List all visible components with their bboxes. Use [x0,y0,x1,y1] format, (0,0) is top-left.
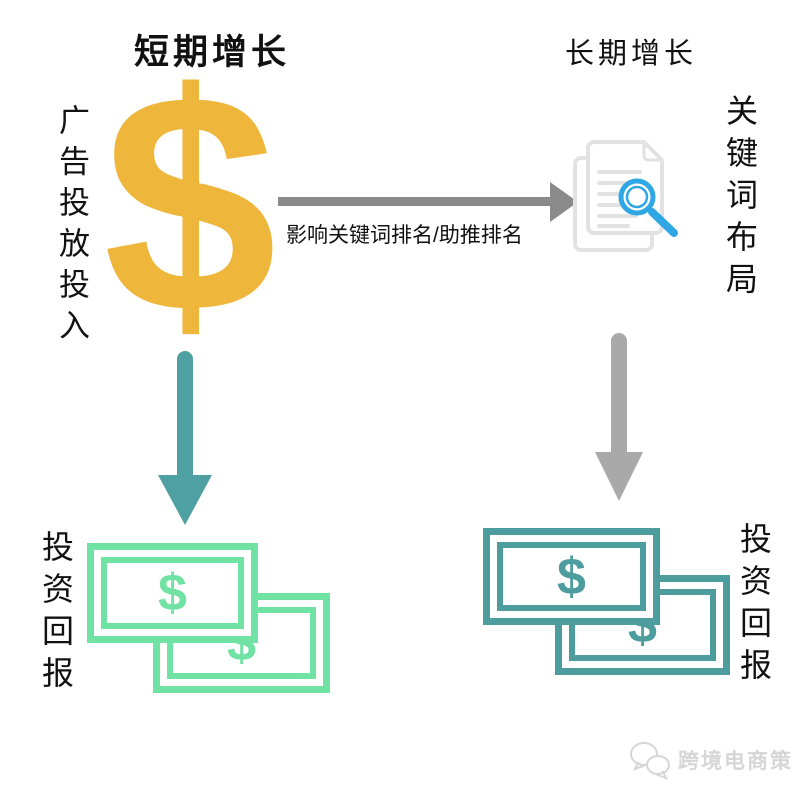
banknote-dollar: $ [158,564,187,622]
roi-label-left: 投资回报 [38,530,74,698]
chat-bubbles-icon [630,742,670,780]
roi-label-right: 投资回报 [736,522,772,690]
banknote-front: $ [483,528,660,625]
banknote-front: $ [87,543,258,643]
ad-investment-label: 广告投放投入 [54,104,89,350]
teal-banknotes-icon: $ $ [483,528,730,675]
keyword-layout-label: 关键词布局 [722,94,758,304]
right-arrow-icon [278,182,578,222]
green-banknotes-icon: $ $ [87,543,330,693]
teal-down-arrow-icon [158,351,212,525]
magnifier-icon [618,178,678,237]
arrow-caption: 影响关键词排名/助推排名 [286,224,523,247]
watermark: 跨境电商策 [628,738,793,782]
short-term-growth-title: 短期增长 [133,33,290,72]
long-term-growth-title: 长期增长 [564,38,697,70]
document-search-icon [573,140,678,252]
banknote-dollar: $ [557,547,586,606]
gray-down-arrow-icon [595,333,643,501]
dollar-sign-icon: $ [103,30,277,378]
watermark-text: 跨境电商策 [678,750,793,773]
